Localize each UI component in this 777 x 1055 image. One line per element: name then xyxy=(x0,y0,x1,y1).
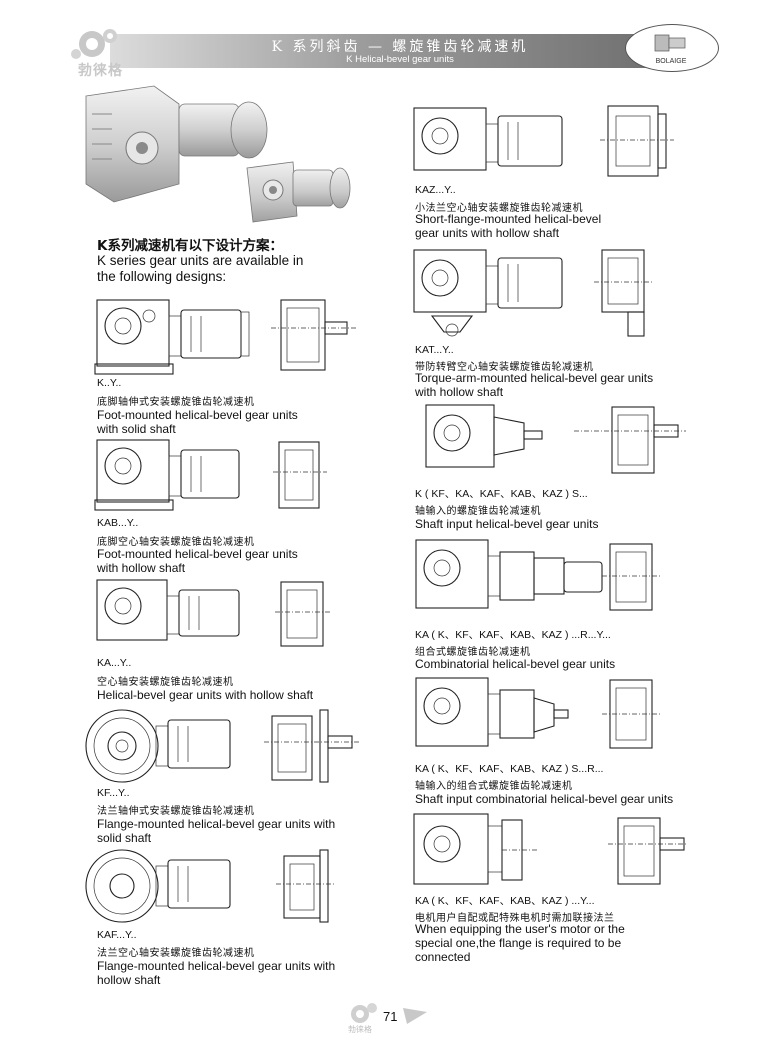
item-title-cn: 底脚轴伸式安装螺旋锥齿轮减速机 xyxy=(97,397,255,408)
item-code: KA ( K、KF、KAF、KAB、KAZ ) ...Y... xyxy=(415,895,595,907)
item-code: KA ( K、KF、KAF、KAB、KAZ ) S...R... xyxy=(415,763,604,775)
intro-line2: the following designs: xyxy=(97,269,227,284)
item-code: KA...Y.. xyxy=(97,657,132,669)
item-title-cn: 轴输入的螺旋锥齿轮减速机 xyxy=(415,506,541,517)
drawing-k-foot-solid xyxy=(94,299,357,375)
item-code: KAB...Y.. xyxy=(97,517,139,529)
gearbox-photo-large xyxy=(85,85,268,203)
item-desc-line1: Foot-mounted helical-bevel gear units xyxy=(97,547,298,561)
drawing-combinatorial xyxy=(415,539,660,611)
item-title-cn: 法兰轴伸式安装螺旋锥齿轮减速机 xyxy=(97,806,255,817)
item-desc-line2: with solid shaft xyxy=(97,422,176,436)
item-desc-line1: Helical-bevel gear units with hollow sha… xyxy=(97,688,314,702)
item-desc-line1: Shaft input helical-bevel gear units xyxy=(415,517,599,531)
page-number: 71 xyxy=(383,1009,398,1024)
item-title-cn: 底脚空心轴安装螺旋锥齿轮减速机 xyxy=(97,537,255,548)
intro-line1: K series gear units are available in xyxy=(97,253,304,268)
drawing-kaz xyxy=(413,105,674,177)
gearbox-photo-small xyxy=(246,161,351,223)
item-desc-line1: Flange-mounted helical-bevel gear units … xyxy=(97,959,336,973)
item-desc-line2: with hollow shaft xyxy=(97,561,186,575)
item-desc-line2: gear units with hollow shaft xyxy=(415,226,560,240)
footer-gear-icon xyxy=(351,1003,377,1023)
item-desc-line1: Combinatorial helical-bevel gear units xyxy=(415,657,616,671)
drawing-kab-foot-hollow xyxy=(94,439,327,511)
item-desc-line1: Torque-arm-mounted helical-bevel gear un… xyxy=(415,371,654,385)
item-title-cn: 空心轴安装螺旋锥齿轮减速机 xyxy=(97,677,234,688)
item-desc-line2: hollow shaft xyxy=(97,973,161,987)
item-title-cn: 带防转臂空心轴安装螺旋锥齿轮减速机 xyxy=(415,362,594,373)
item-desc-line1: Flange-mounted helical-bevel gear units … xyxy=(97,817,336,831)
item-title-cn: 轴输入的组合式螺旋锥齿轮减速机 xyxy=(415,781,573,792)
brand-badge-text: BOLAIGE xyxy=(655,58,687,65)
intro-title-cn: K系列减速机有以下设计方案： xyxy=(97,238,283,254)
item-code: KAZ...Y.. xyxy=(415,184,456,196)
drawing-ka-hollow xyxy=(96,579,331,647)
item-desc-line2: special one,the flange is required to be xyxy=(415,936,622,950)
page-title-cn: K 系列斜齿 — 螺旋锥齿轮减速机 xyxy=(271,39,529,55)
item-title-cn: 组合式螺旋锥齿轮减速机 xyxy=(415,647,531,658)
item-title-cn: 电机用户自配或配特殊电机时需加联接法兰 xyxy=(415,913,615,924)
item-desc-line1: Short-flange-mounted helical-bevel xyxy=(415,212,602,226)
item-desc-line2: solid shaft xyxy=(97,831,152,845)
item-desc-line2: with hollow shaft xyxy=(415,385,504,399)
item-desc-line1: When equipping the user's motor or the xyxy=(415,922,625,936)
drawing-user-motor-flange xyxy=(413,813,688,885)
item-code: K ( KF、KA、KAF、KAB、KAZ ) S... xyxy=(415,488,588,500)
page-title-en: K Helical-bevel gear units xyxy=(346,54,454,65)
drawing-kaf-flange-hollow xyxy=(85,849,336,923)
item-code: KAT...Y.. xyxy=(415,344,454,356)
item-desc-line3: connected xyxy=(415,950,471,964)
gear-logo-icon xyxy=(71,29,117,59)
item-title-cn: 法兰空心轴安装螺旋锥齿轮减速机 xyxy=(97,948,255,959)
drawing-shaft-input-combinatorial xyxy=(415,677,660,749)
footer-brand: 勃徕格 xyxy=(348,1025,372,1034)
header-band xyxy=(110,34,670,68)
drawing-shaft-input xyxy=(425,404,686,474)
item-title-cn: 小法兰空心轴安装螺旋锥齿轮减速机 xyxy=(415,203,583,214)
item-desc-line1: Shaft input combinatorial helical-bevel … xyxy=(415,792,674,806)
item-code: K..Y.. xyxy=(97,377,122,389)
drawing-kat xyxy=(413,249,652,337)
footer-arrow-icon xyxy=(403,1008,427,1024)
item-desc-line1: Foot-mounted helical-bevel gear units xyxy=(97,408,298,422)
gearbox-badge-icon xyxy=(654,34,686,52)
drawing-kf-flange-solid xyxy=(85,709,360,783)
item-code: KF...Y.. xyxy=(97,787,130,799)
brand-logo-text: 勃徕格 xyxy=(78,63,123,79)
item-code: KA ( K、KF、KAF、KAB、KAZ ) ...R...Y... xyxy=(415,629,611,641)
item-code: KAF...Y.. xyxy=(97,929,137,941)
